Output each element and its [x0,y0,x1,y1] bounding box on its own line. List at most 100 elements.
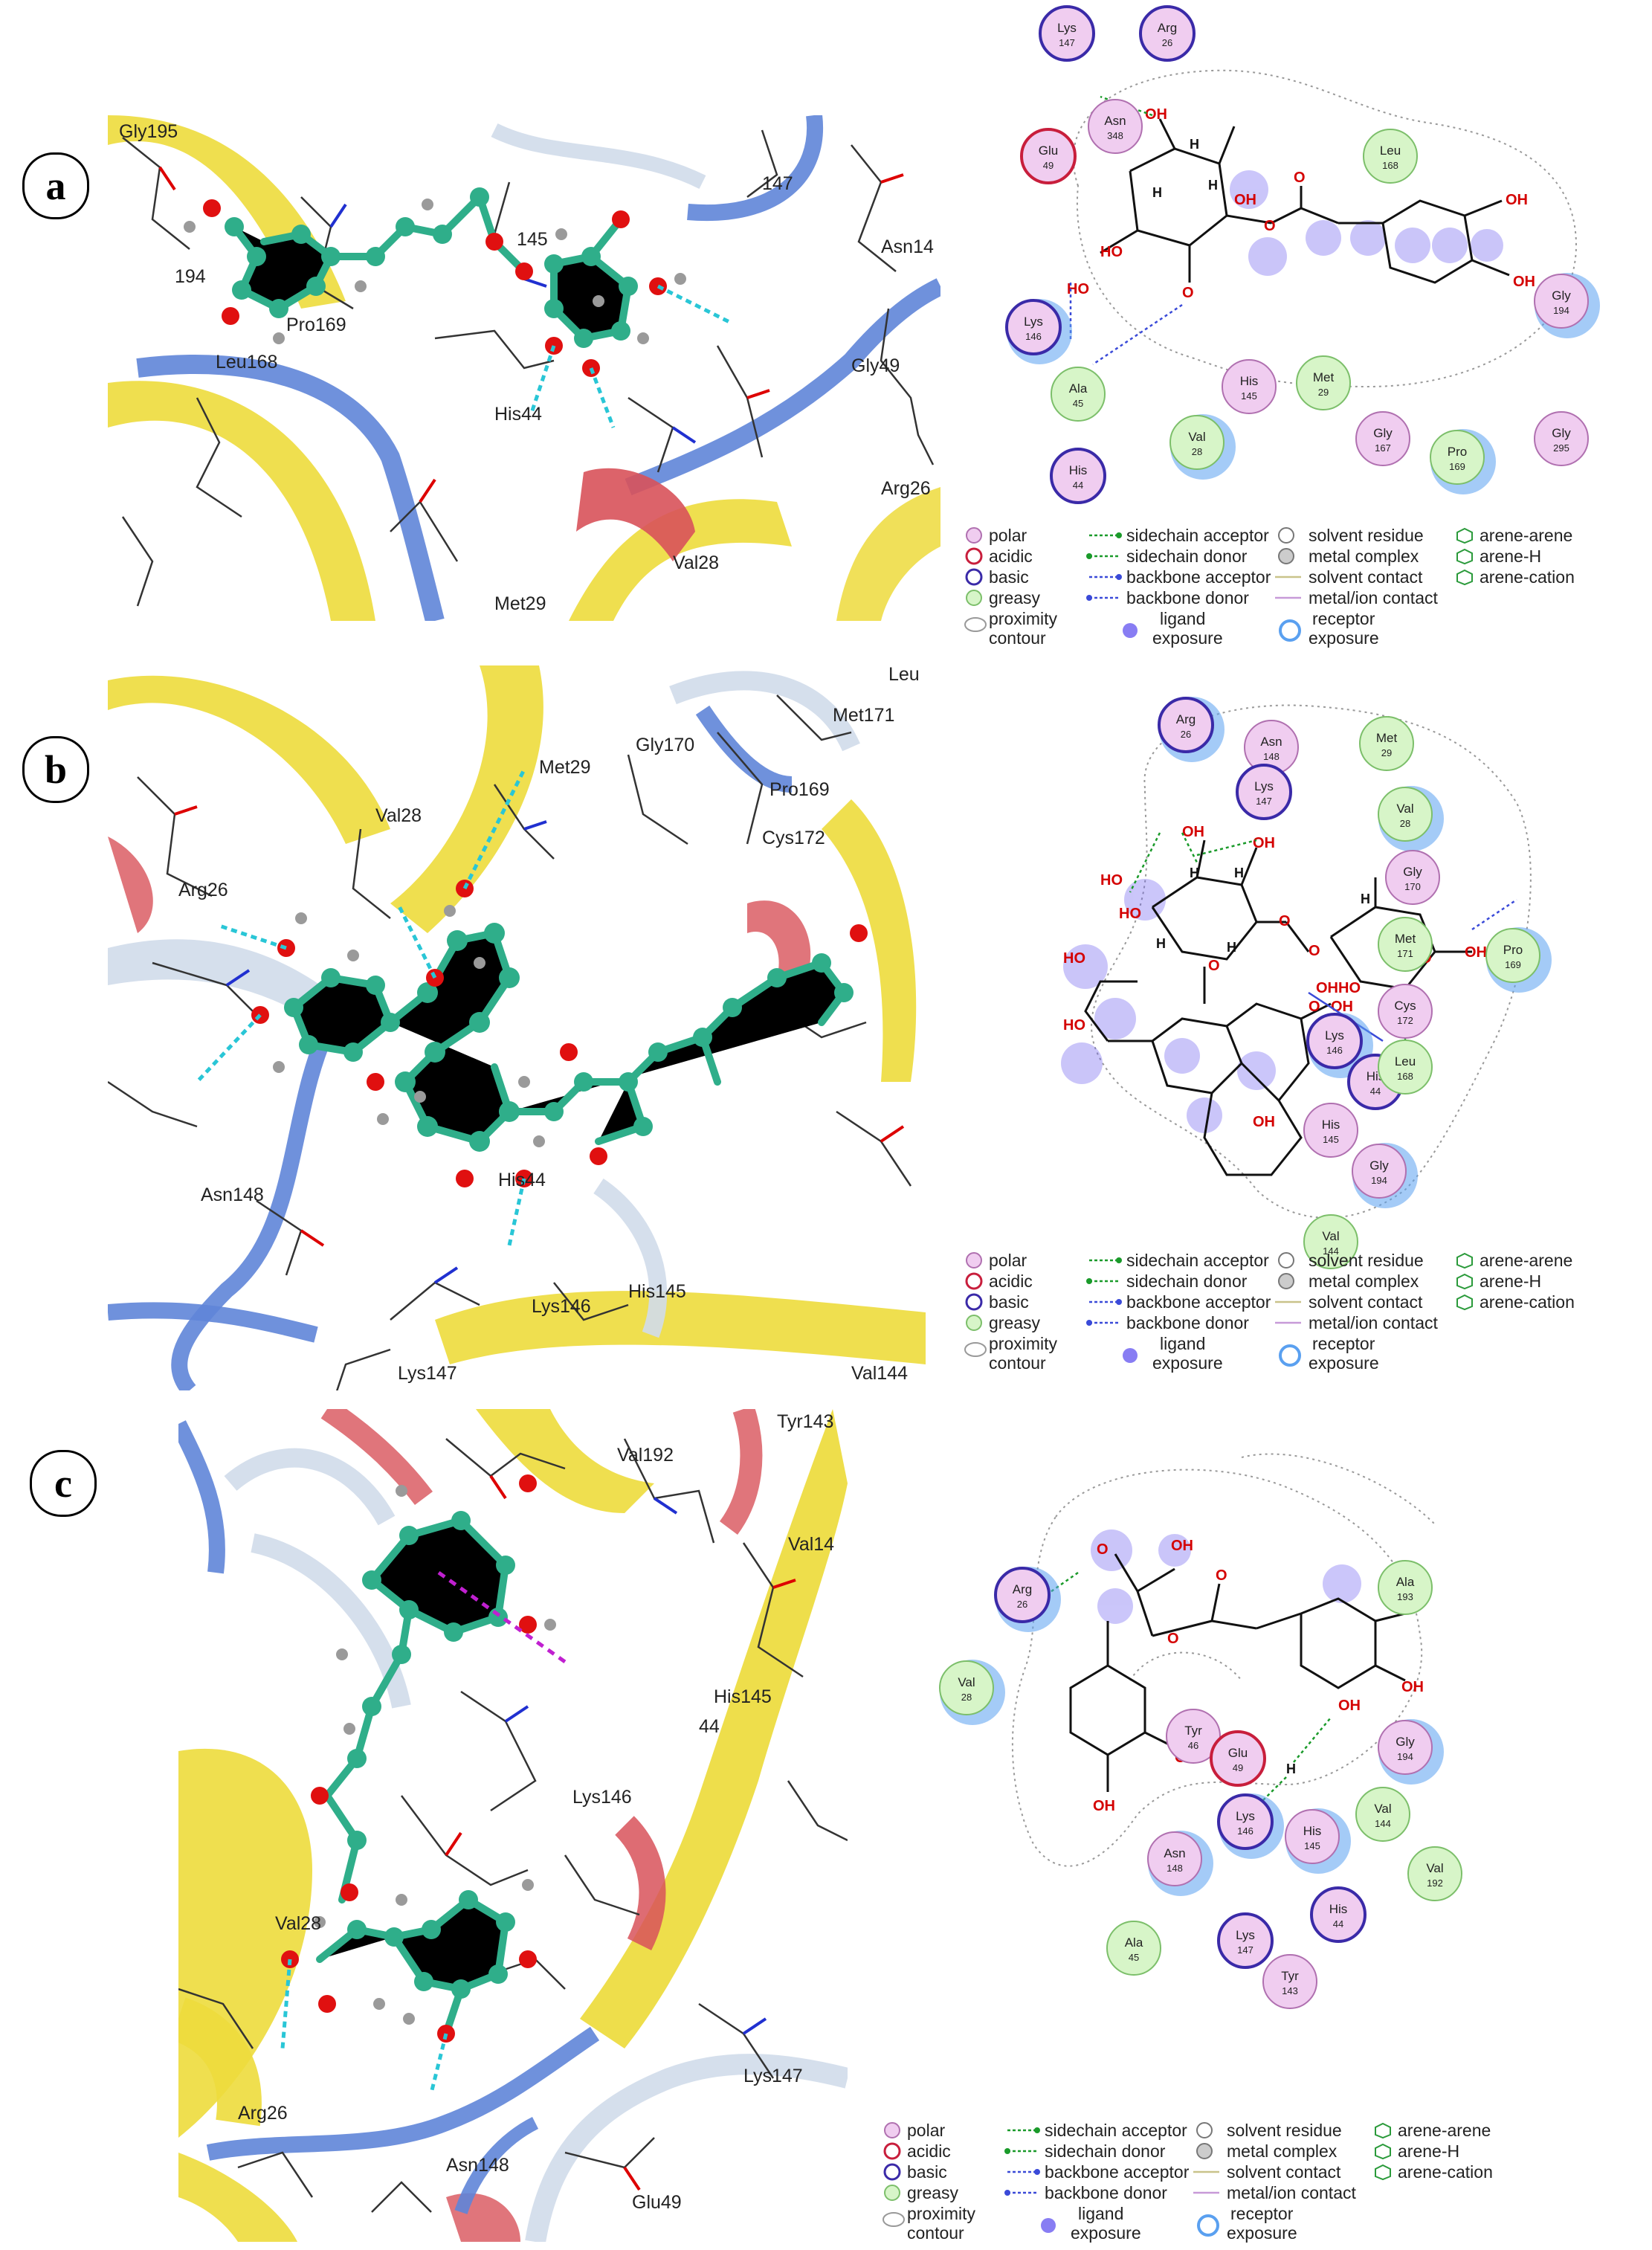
residue-tyr-143: Tyr143 [1262,1954,1317,2009]
legend-label-polar: polar [989,1251,1027,1270]
residue-disc [1378,1039,1433,1095]
legend-label-proximity: proximity [907,2204,976,2223]
residue-number: 146 [1326,1045,1343,1056]
residue-disc [1147,1831,1202,1886]
residue-disc [1378,1560,1433,1615]
legend-label-proximity: proximity [989,609,1058,628]
atom-h: H [1234,865,1244,880]
residue-val-28: Val28 [1169,414,1236,480]
label-3d: Val28 [673,552,719,573]
residue-number: 194 [1553,305,1569,316]
residue-number: 28 [1400,818,1410,829]
legend-label-metal_ion_contact: metal/ion contact [1309,1313,1438,1332]
legend-swatch-arene_h [1375,2143,1391,2160]
atom-oh: OH [1145,106,1167,123]
atom-ho: HO [1100,244,1123,260]
legend-swatch-basic [883,2163,901,2181]
atom-ho: HO [1063,950,1085,967]
residue-name: Val [1426,1861,1443,1875]
residue-disc [1039,5,1095,62]
residue-number: 28 [1192,446,1202,457]
label-3d: Arg26 [881,478,931,499]
residue-name: His [1329,1902,1348,1916]
legend-swatch-polar [966,1252,982,1269]
atom-ho: HO [1100,872,1123,889]
residue-name: Lys [1254,779,1274,793]
label-3d: Val192 [617,1445,674,1466]
legend-swatch-metal_complex [1196,2143,1213,2159]
atom-oh: OH [1465,944,1487,961]
legend-swatch-proximity [964,617,987,632]
residue-name: Met [1395,932,1416,946]
label-3d: Lys146 [572,1787,632,1808]
residue-name: Asn [1164,1846,1185,1860]
legend-label-metal_ion_contact: metal/ion contact [1227,2183,1356,2202]
atom-o: O [1279,913,1291,929]
atom-h: H [1152,185,1162,200]
legend-label-contour: contour [907,2223,964,2243]
residue-number: 45 [1129,1952,1139,1963]
legend-label-arene_h: arene-H [1398,2141,1459,2161]
residue-name: Lys [1236,1809,1255,1823]
label-3d: Val14 [788,1534,834,1555]
residue-name: Tyr [1184,1724,1202,1738]
residue-name: Cys [1394,999,1416,1013]
residue-arg-26: Arg26 [1158,697,1225,762]
legend-label-receptor: receptor [1312,1334,1375,1353]
residue-disc [1378,787,1433,842]
residue-disc [1088,99,1143,154]
label-3d: Val144 [851,1363,908,1384]
residue-cys-172: Cys172 [1378,984,1433,1039]
residue-name: Met [1376,731,1398,745]
residue-disc [1378,1720,1433,1775]
atom-oh: OH [1331,999,1353,1015]
residue-lys-146: Lys146 [1217,1793,1284,1859]
legend-label-solvent_contact: solvent contact [1309,1292,1423,1312]
legend-label-metal_complex: metal complex [1309,1271,1419,1291]
residue-name: Arg [1013,1582,1032,1596]
label-3d: Gly170 [636,735,694,755]
legend-swatch-proximity [883,2212,905,2227]
residue-number: 348 [1107,130,1123,141]
residue-number: 26 [1017,1599,1027,1610]
residue-met-29: Met29 [1296,355,1351,410]
atom-oh: OH [1093,1798,1115,1814]
residue-disc [1236,764,1292,820]
atom-oh: OH [1182,824,1204,840]
residue-lys-147: Lys147 [1039,5,1095,62]
residue-disc [1005,299,1062,355]
legend-label-ligand: ligand [1160,609,1205,628]
atom-o: O [1309,999,1320,1015]
atom-h: H [1208,178,1218,193]
residue-number: 26 [1162,37,1172,48]
legend-label-backbone_donor: backbone donor [1126,1313,1249,1332]
atom-hoho: OHHO [1316,980,1361,996]
residue-asn-148: Asn148 [1244,720,1299,775]
legend-label-solvent_residue: solvent residue [1309,526,1424,545]
residue-val-144: Val144 [1355,1787,1410,1842]
residue-disc [1485,928,1540,983]
legend-label-backbone_acceptor: backbone acceptor [1126,1292,1271,1312]
legend-label-ligand: ligand [1078,2204,1123,2223]
label-3d: Lys147 [398,1363,457,1384]
residue-his-145: His145 [1285,1808,1351,1874]
legend-b: polaracidicbasicgreasyproximitycontoursi… [964,1251,1575,1373]
label-3d: His44 [494,404,542,425]
residue-leu-168: Leu168 [1363,129,1418,184]
residue-name: Lys [1024,315,1043,329]
residue-name: Lys [1057,21,1077,35]
residue-number: 49 [1043,160,1054,171]
legend-swatch-greasy [966,590,982,606]
residue-name: Gly [1403,865,1422,879]
residue-disc [1262,1954,1317,2009]
panel-label-b: b [22,736,89,803]
legend-label-receptor: receptor [1312,609,1375,628]
residue-name: Ala [1125,1935,1143,1950]
legend-label-basic: basic [907,2162,947,2182]
residue-number: 148 [1167,1863,1183,1874]
residue-number: 194 [1371,1175,1387,1186]
label-3d: 44 [699,1716,720,1737]
